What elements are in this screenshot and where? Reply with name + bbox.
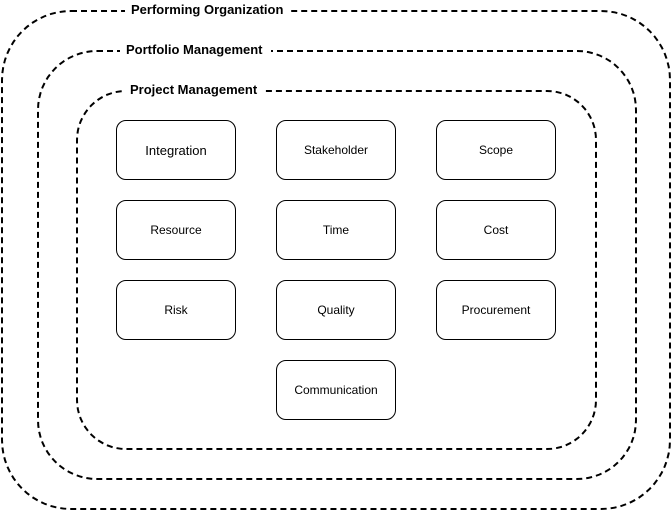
- procurement-box: Procurement: [436, 280, 556, 340]
- portfolio-management-region: [37, 50, 637, 480]
- communication-box: Communication: [276, 360, 396, 420]
- stakeholder-box: Stakeholder: [276, 120, 396, 180]
- project-management-label: Project Management: [124, 82, 266, 98]
- integration-box: Integration: [116, 120, 236, 180]
- performing-organization-label: Performing Organization: [125, 2, 292, 18]
- performing-organization-region: [1, 10, 671, 510]
- resource-box: Resource: [116, 200, 236, 260]
- scope-box: Scope: [436, 120, 556, 180]
- risk-box: Risk: [116, 280, 236, 340]
- quality-box: Quality: [276, 280, 396, 340]
- cost-box: Cost: [436, 200, 556, 260]
- portfolio-management-label: Portfolio Management: [120, 42, 271, 58]
- time-box: Time: [276, 200, 396, 260]
- project-management-region: [76, 90, 597, 450]
